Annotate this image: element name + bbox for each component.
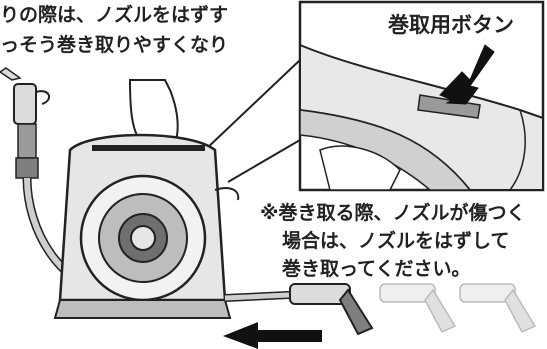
callout-panel — [298, 0, 545, 192]
instruction-line-1: りの際は、ノズルをはずす — [0, 4, 229, 26]
callout-label: 巻取用ボタン — [388, 13, 514, 37]
spray-nozzle — [0, 67, 51, 179]
hose-reel — [53, 133, 240, 319]
note-line-1: ※巻き取る際、ノズルが傷つく — [260, 202, 526, 224]
hose-right — [224, 283, 537, 336]
note-line-2: 場合は、ノズルをはずして — [282, 230, 510, 252]
pointer-arrow — [439, 44, 495, 105]
direction-arrow — [223, 322, 322, 349]
callout-connector — [204, 59, 301, 183]
instruction-line-2: っそう巻き取りやすくなり — [0, 34, 229, 56]
note-line-3: 巻き取ってください。 — [282, 258, 471, 280]
